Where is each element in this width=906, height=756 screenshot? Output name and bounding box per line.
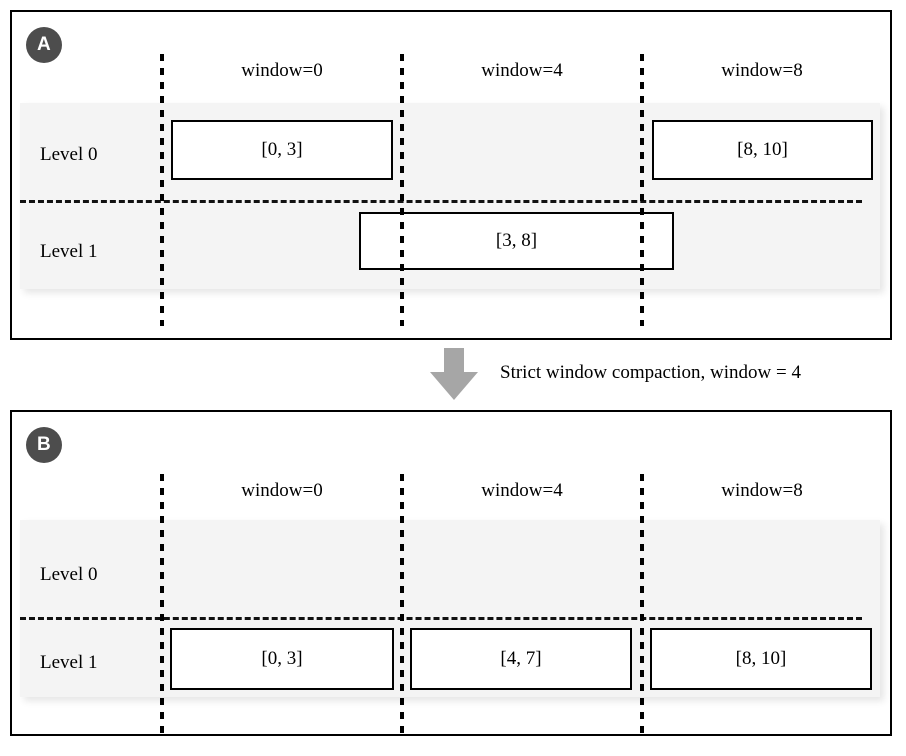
column-header-window-8: window=8 — [721, 480, 803, 501]
transition-group: Strict window compaction, window = 4 — [0, 340, 906, 410]
window-boundary-0 — [160, 54, 164, 326]
interval-box[interactable]: [8, 10] — [650, 628, 872, 690]
down-arrow-icon — [430, 348, 478, 400]
column-header-window-8: window=8 — [721, 60, 803, 81]
interval-box[interactable]: [8, 10] — [652, 120, 873, 180]
column-header-window-0: window=0 — [241, 60, 323, 81]
column-header-window-0: window=0 — [241, 480, 323, 501]
level-label-1-a: Level 1 — [40, 241, 98, 262]
level-label-0-a: Level 0 — [40, 144, 98, 165]
column-header-window-4: window=4 — [481, 60, 563, 81]
window-boundary-8 — [640, 54, 644, 326]
level-label-1-b: Level 1 — [40, 652, 98, 673]
transition-label: Strict window compaction, window = 4 — [500, 362, 801, 383]
interval-box[interactable]: [0, 3] — [170, 628, 394, 690]
panel-badge-a: A — [26, 27, 62, 63]
panel-a: A window=0 window=4 window=8 Level 0 Lev… — [10, 10, 892, 340]
window-boundary-8 — [640, 474, 644, 734]
level-label-0-b: Level 0 — [40, 564, 98, 585]
level-separator-b — [20, 617, 862, 620]
window-boundary-0 — [160, 474, 164, 734]
window-boundary-4 — [400, 474, 404, 734]
interval-box[interactable]: [0, 3] — [171, 120, 393, 180]
panel-b: B window=0 window=4 window=8 Level 0 Lev… — [10, 410, 892, 736]
window-boundary-4 — [400, 54, 404, 326]
interval-box[interactable]: [4, 7] — [410, 628, 632, 690]
level-separator-a — [20, 200, 862, 203]
interval-box[interactable]: [3, 8] — [359, 212, 674, 270]
panel-badge-b: B — [26, 427, 62, 463]
column-header-window-4: window=4 — [481, 480, 563, 501]
